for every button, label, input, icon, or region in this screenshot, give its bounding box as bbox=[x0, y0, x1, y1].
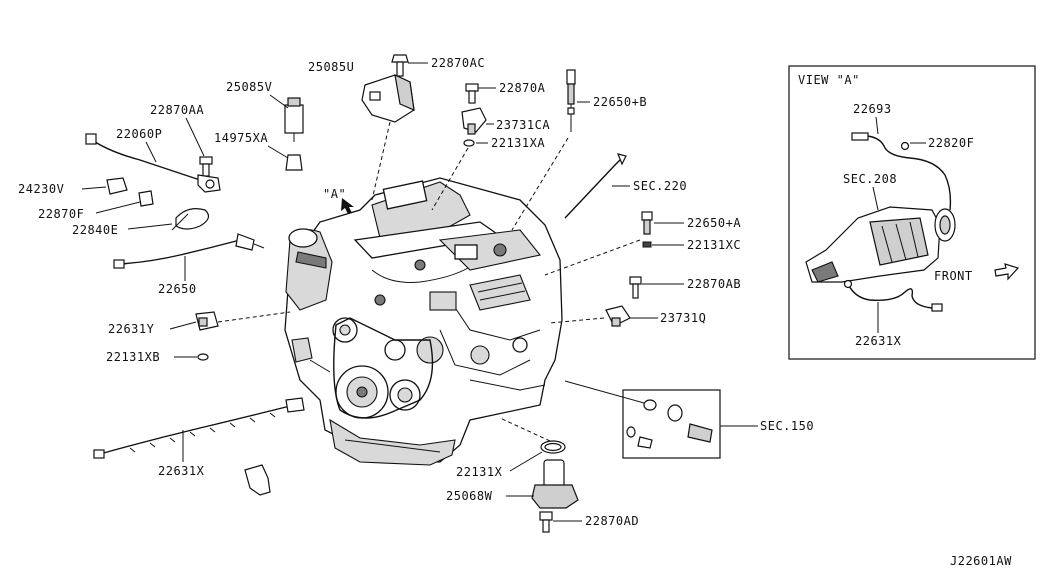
part-22131xa bbox=[463, 139, 475, 147]
label-22870ac: 22870AC bbox=[431, 56, 485, 70]
part-22840e bbox=[171, 208, 210, 231]
oil-pan bbox=[329, 418, 456, 466]
label-22840e: 22840E bbox=[72, 223, 118, 237]
label-22131xa: 22131XA bbox=[491, 136, 545, 150]
view-a-panel: VIEW "A" 22693 22820F SEC.208 FRONT bbox=[788, 65, 1036, 360]
part-24230v bbox=[106, 177, 128, 195]
air-intake-tube bbox=[285, 228, 333, 311]
label-23731ca: 23731CA bbox=[496, 118, 550, 132]
label-22131xc: 22131XC bbox=[687, 238, 741, 252]
view-a-label-22631x: 22631X bbox=[855, 334, 902, 348]
part-sec220 bbox=[564, 153, 627, 219]
part-22870aa bbox=[199, 156, 213, 177]
part-25085u bbox=[361, 73, 415, 123]
view-a-sensor-22693 bbox=[851, 132, 952, 211]
label-23731q: 23731Q bbox=[660, 311, 706, 325]
label-22870a: 22870A bbox=[499, 81, 546, 95]
tensioner-pulley bbox=[332, 317, 358, 343]
view-a-front-label: FRONT bbox=[934, 269, 973, 283]
part-22131xb bbox=[197, 353, 209, 361]
part-22870f bbox=[138, 190, 154, 207]
label-14975xa: 14975XA bbox=[214, 131, 268, 145]
view-a-label-sec208: SEC.208 bbox=[843, 172, 897, 186]
part-23731q bbox=[605, 305, 631, 327]
label-22131xb: 22131XB bbox=[106, 350, 160, 364]
part-25085v bbox=[284, 97, 304, 142]
part-22650 bbox=[113, 233, 265, 269]
label-22870f: 22870F bbox=[38, 207, 84, 221]
label-22650b: 22650+B bbox=[593, 95, 647, 109]
sec150-box bbox=[564, 380, 721, 459]
accessory-pulley bbox=[389, 379, 421, 411]
part-22870ad bbox=[539, 511, 553, 533]
part-22131x bbox=[540, 440, 566, 454]
view-a-label-22693: 22693 bbox=[853, 102, 892, 116]
mounting-bracket bbox=[244, 464, 271, 496]
label-22650: 22650 bbox=[158, 282, 197, 296]
label-25085v: 25085V bbox=[226, 80, 272, 94]
label-sec150: SEC.150 bbox=[760, 419, 814, 433]
part-22631y bbox=[195, 311, 219, 331]
valve-cover bbox=[469, 274, 531, 311]
label-25085u: 25085U bbox=[308, 60, 354, 74]
diagram-id: J22601AW bbox=[950, 554, 1012, 568]
view-a-title: VIEW "A" bbox=[798, 73, 860, 87]
label-22870ab: 22870AB bbox=[687, 277, 741, 291]
part-22870ac bbox=[391, 54, 409, 77]
front-arrow-icon bbox=[994, 263, 1020, 281]
label-24230v: 24230V bbox=[18, 182, 64, 196]
engine-assembly: "A" bbox=[284, 177, 563, 466]
part-14975xa bbox=[285, 154, 303, 171]
part-22650a bbox=[641, 211, 653, 235]
part-22131xc bbox=[642, 241, 652, 248]
label-22131x: 22131X bbox=[456, 465, 503, 479]
part-25068w bbox=[531, 459, 579, 509]
part-23731ca bbox=[461, 107, 487, 135]
view-a-arrow-icon bbox=[341, 198, 354, 214]
view-a-marker: "A" bbox=[323, 187, 346, 201]
label-22870aa: 22870AA bbox=[150, 103, 204, 117]
label-22631y: 22631Y bbox=[108, 322, 155, 336]
label-sec220: SEC.220 bbox=[633, 179, 687, 193]
label-22650a: 22650+A bbox=[687, 216, 741, 230]
part-22631x-harness bbox=[93, 397, 305, 459]
part-22870ab bbox=[629, 276, 642, 299]
part-22650b bbox=[566, 69, 576, 132]
part-22060p bbox=[85, 133, 221, 193]
part-22870a bbox=[465, 83, 479, 104]
view-a-label-22820f: 22820F bbox=[928, 136, 974, 150]
label-22060p: 22060P bbox=[116, 127, 162, 141]
label-25068w: 25068W bbox=[446, 489, 493, 503]
label-22631x-left: 22631X bbox=[158, 464, 205, 478]
label-22870ad: 22870AD bbox=[585, 514, 639, 528]
crank-pulley bbox=[335, 365, 389, 419]
view-a-sensor-22631x bbox=[843, 279, 943, 312]
view-a-catalytic-converter bbox=[805, 206, 956, 283]
